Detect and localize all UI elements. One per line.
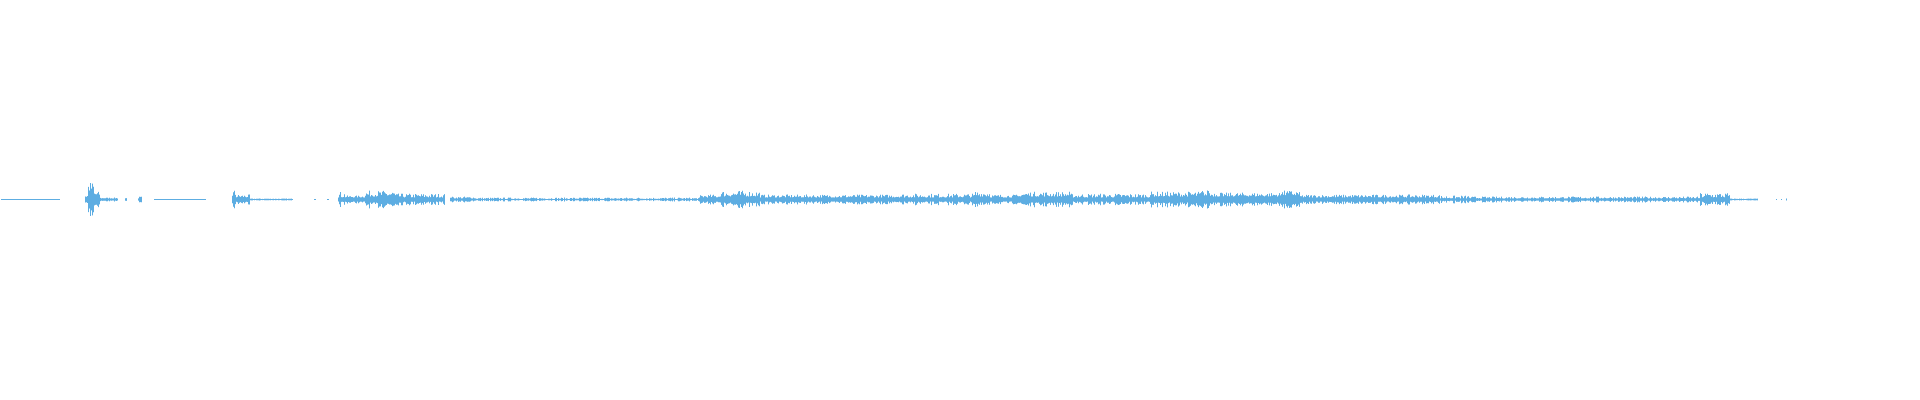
waveform-path [1, 183, 1787, 216]
